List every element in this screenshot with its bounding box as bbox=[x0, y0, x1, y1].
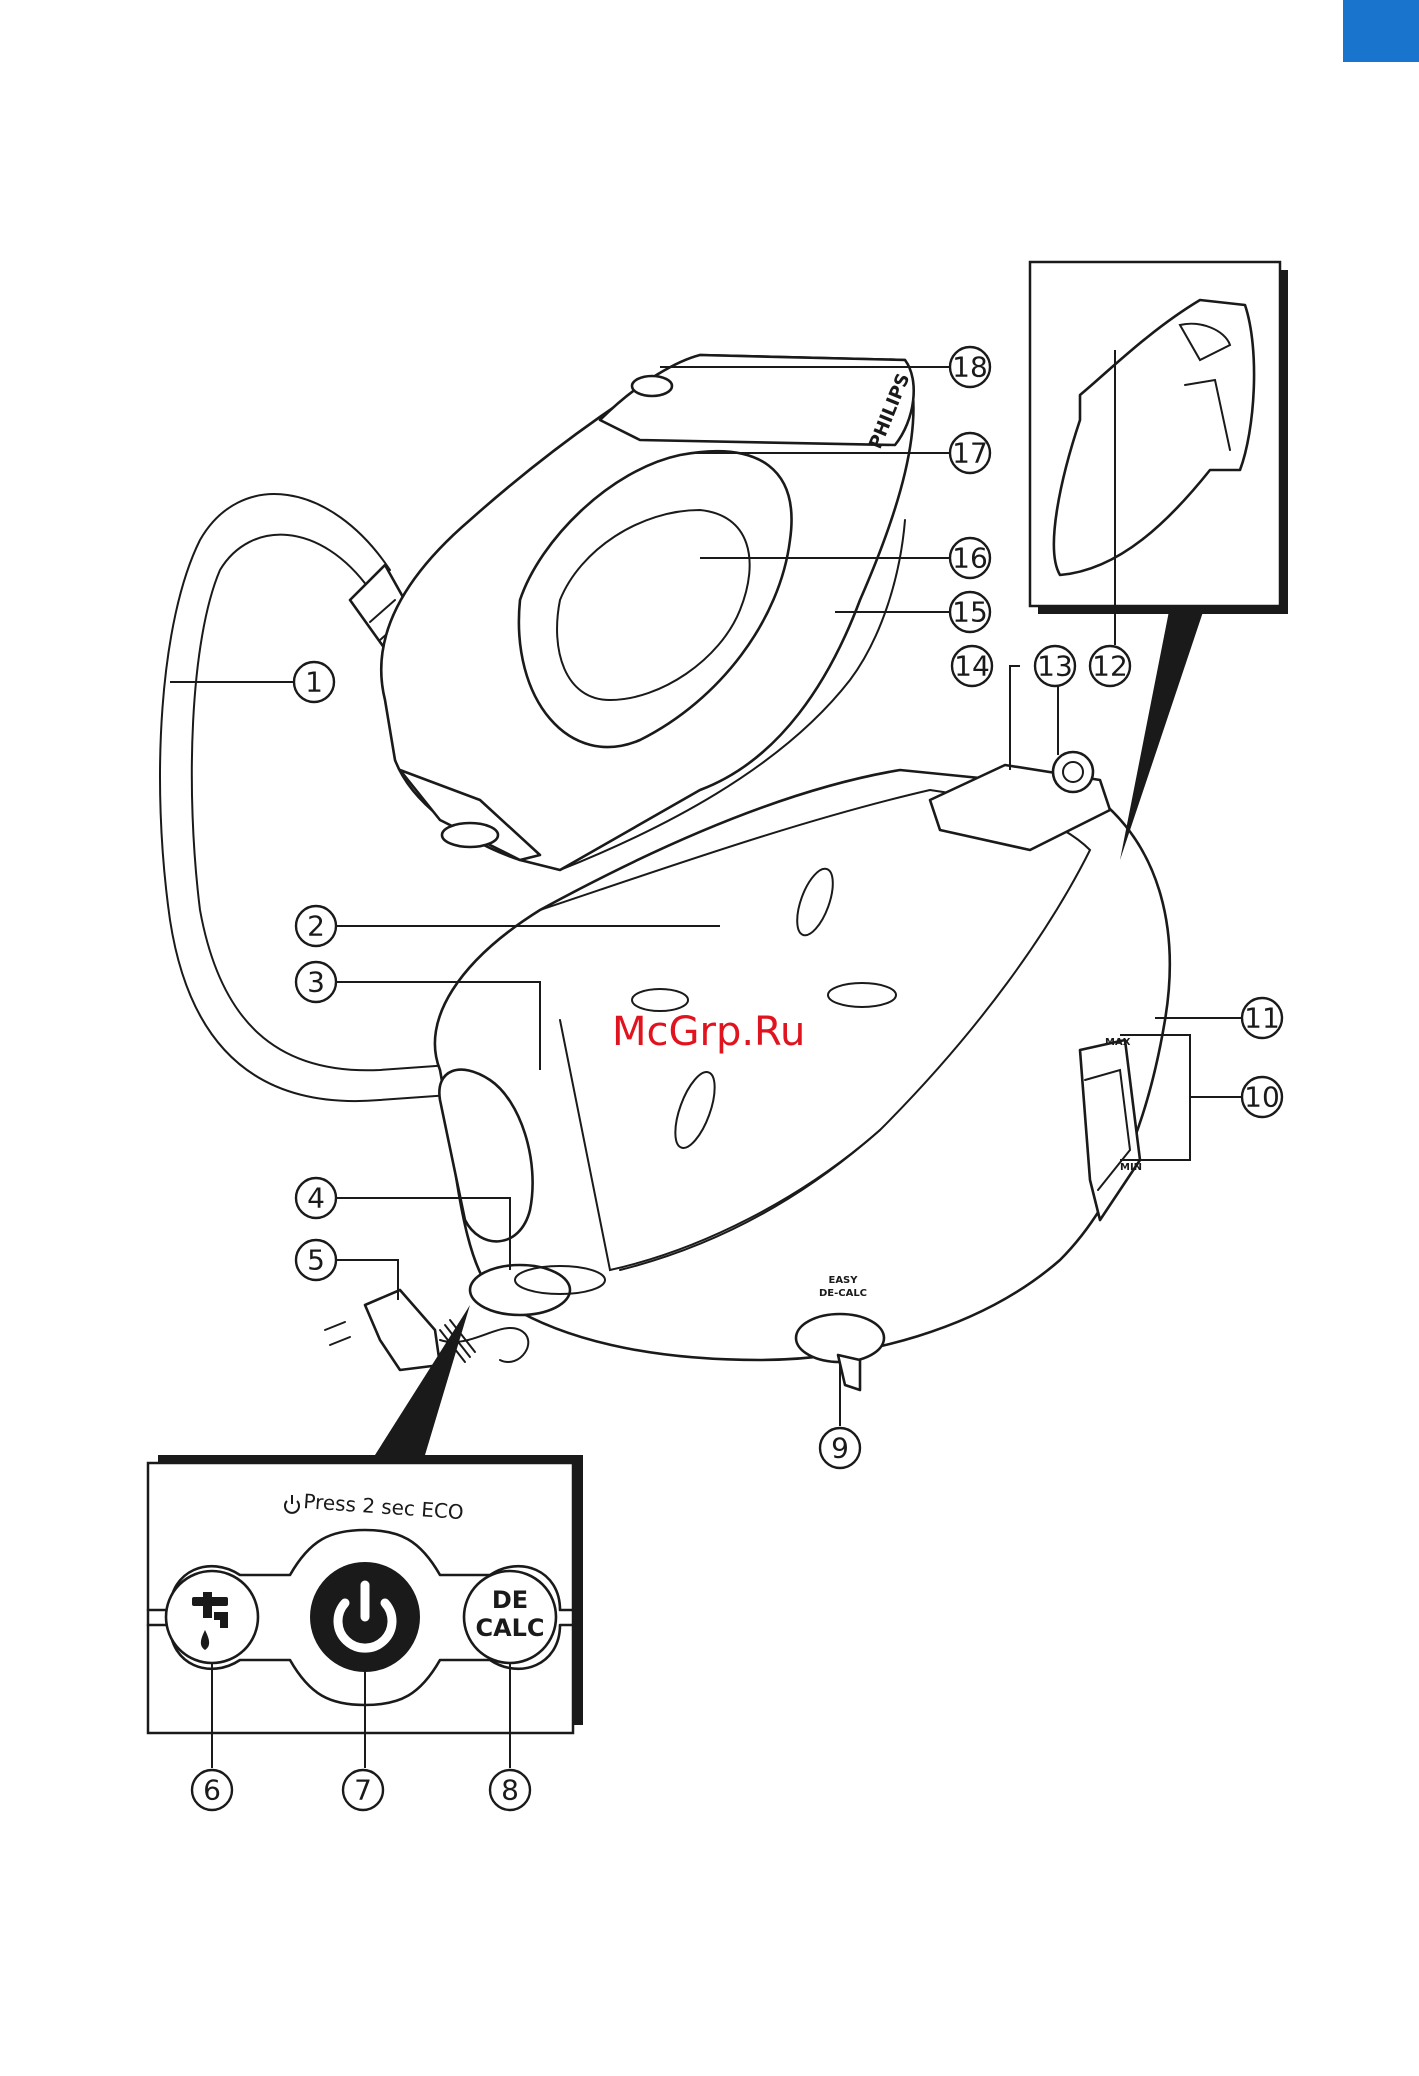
decalc-icon-line2: CALC bbox=[475, 1614, 544, 1642]
svg-text:13: 13 bbox=[1037, 650, 1073, 683]
watermark: McGrp.Ru bbox=[612, 1009, 805, 1055]
svg-text:1: 1 bbox=[305, 666, 323, 699]
decalc-knob-label: DE-CALC bbox=[819, 1288, 867, 1299]
callout-15: 15 bbox=[950, 592, 990, 632]
svg-text:5: 5 bbox=[307, 1244, 325, 1277]
svg-text:17: 17 bbox=[952, 437, 988, 470]
min-label: MIN bbox=[1120, 1162, 1142, 1173]
callout-1: 1 bbox=[294, 662, 334, 702]
svg-text:7: 7 bbox=[354, 1774, 372, 1807]
svg-text:3: 3 bbox=[307, 966, 325, 999]
callout-3: 3 bbox=[296, 962, 336, 1002]
svg-text:16: 16 bbox=[952, 542, 988, 575]
svg-text:8: 8 bbox=[501, 1774, 519, 1807]
callout-8: 8 bbox=[490, 1770, 530, 1810]
callout-4: 4 bbox=[296, 1178, 336, 1218]
easy-label: EASY bbox=[828, 1275, 858, 1286]
callout-12: 12 bbox=[1090, 646, 1130, 686]
callout-13: 13 bbox=[1035, 646, 1075, 686]
callout-9: 9 bbox=[820, 1428, 860, 1468]
callout-16: 16 bbox=[950, 538, 990, 578]
svg-text:12: 12 bbox=[1092, 650, 1128, 683]
callout-2: 2 bbox=[296, 906, 336, 946]
svg-text:2: 2 bbox=[307, 910, 325, 943]
callout-11: 11 bbox=[1242, 998, 1282, 1038]
svg-text:11: 11 bbox=[1244, 1002, 1280, 1035]
svg-text:6: 6 bbox=[203, 1774, 221, 1807]
svg-text:15: 15 bbox=[952, 596, 988, 629]
svg-text:14: 14 bbox=[954, 650, 990, 683]
callout-7: 7 bbox=[343, 1770, 383, 1810]
callout-18: 18 bbox=[950, 347, 990, 387]
callout-10: 10 bbox=[1242, 1077, 1282, 1117]
callout-14: 14 bbox=[952, 646, 992, 686]
svg-text:9: 9 bbox=[831, 1432, 849, 1465]
svg-text:18: 18 bbox=[952, 351, 988, 384]
max-label: MAX bbox=[1105, 1037, 1131, 1048]
callout-6: 6 bbox=[192, 1770, 232, 1810]
control-panel-inset: DE CALC Press 2 sec ECO bbox=[148, 1305, 583, 1733]
callout-5: 5 bbox=[296, 1240, 336, 1280]
svg-text:4: 4 bbox=[307, 1182, 325, 1215]
callout-17: 17 bbox=[950, 433, 990, 473]
decalc-icon: DE bbox=[492, 1586, 528, 1614]
svg-text:10: 10 bbox=[1244, 1081, 1280, 1114]
